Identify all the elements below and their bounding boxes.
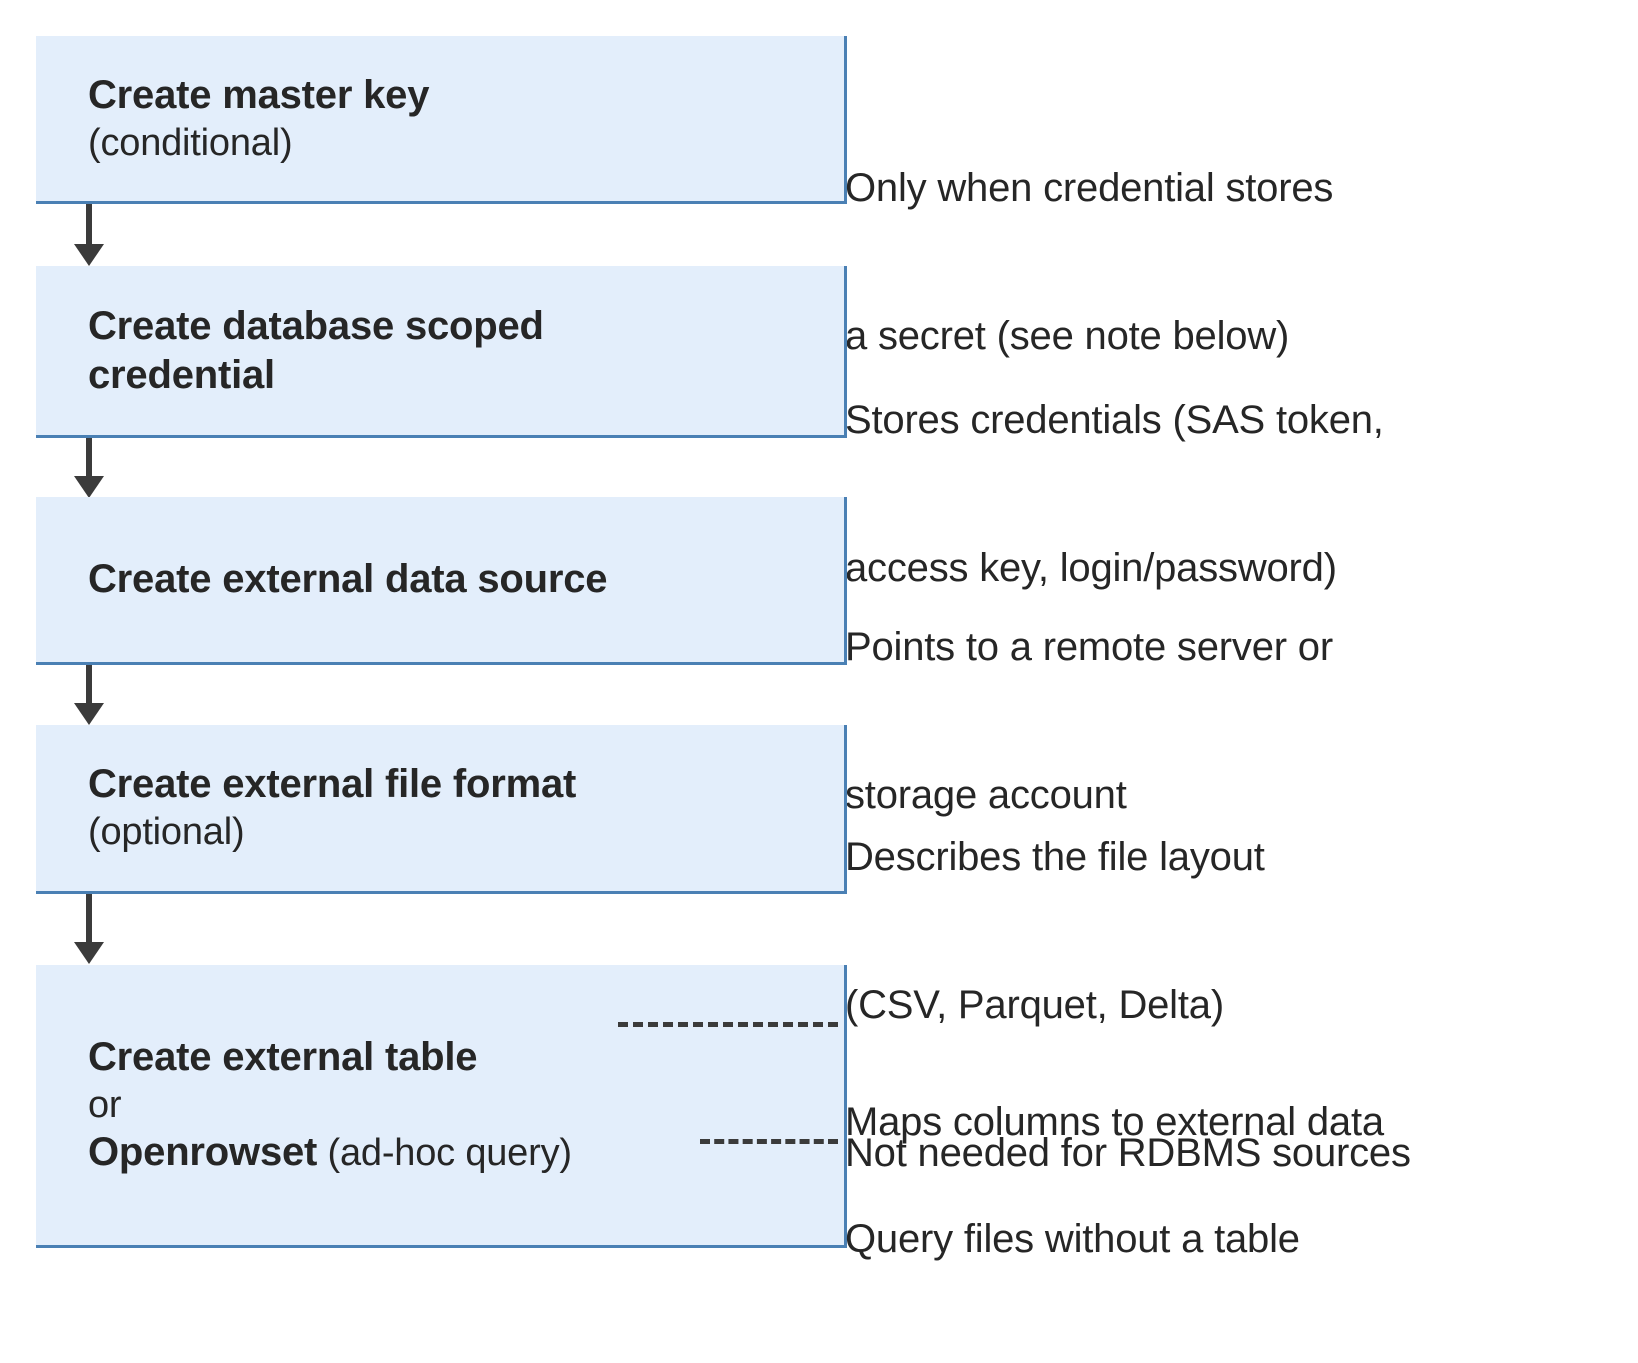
- note-line: Maps columns to external data: [845, 1100, 1384, 1145]
- step-subtitle: (conditional): [88, 121, 293, 164]
- note-create-external-table: Maps columns to external data: [845, 1000, 1384, 1246]
- note-line: Stores credentials (SAS token,: [845, 398, 1384, 443]
- note-openrowset: Query files without a table: [845, 1117, 1300, 1363]
- step-box-create-master-key[interactable]: Create master key (conditional): [36, 36, 847, 204]
- note-line: access key, login/password): [845, 545, 1337, 590]
- step-alt-title: Openrowset: [88, 1130, 318, 1175]
- step-title-continued: credential: [88, 352, 275, 397]
- note-line: Not needed for RDBMS sources: [845, 1130, 1411, 1175]
- step-box-create-external-data-source[interactable]: Create external data source: [36, 497, 847, 665]
- step-box-text: Create database scoped credential: [36, 302, 844, 400]
- diagram-canvas: Create master key (conditional) Only whe…: [36, 36, 1411, 1276]
- arrow-down-icon: [74, 204, 104, 266]
- step-box-create-database-scoped-credential[interactable]: Create database scoped credential: [36, 266, 847, 438]
- step-box-text: Create external file format (optional): [36, 760, 844, 855]
- note-line: Query files without a table: [845, 1217, 1300, 1262]
- step-box-text: Create external table or Openrowset (ad-…: [36, 1033, 844, 1177]
- arrow-down-icon: [74, 438, 104, 498]
- note-create-master-key: Only when credential stores a secret (se…: [845, 66, 1333, 460]
- step-box-create-external-file-format[interactable]: Create external file format (optional): [36, 725, 847, 894]
- step-subtitle: (optional): [88, 811, 245, 854]
- arrow-down-icon: [74, 894, 104, 964]
- note-create-external-file-format: Describes the file layout (CSV, Parquet,…: [845, 735, 1411, 1276]
- note-line: Only when credential stores: [845, 166, 1334, 211]
- step-alt-title-row: Openrowset (ad-hoc query): [88, 1128, 844, 1177]
- note-line: Describes the file layout: [845, 835, 1265, 880]
- step-title: Create external table: [88, 1035, 478, 1080]
- note-line: a secret (see note below): [845, 313, 1290, 358]
- step-box-create-external-table-or-openrowset[interactable]: Create external table or Openrowset (ad-…: [36, 965, 847, 1248]
- dashed-connector-openrowset: [700, 1139, 838, 1144]
- step-title: Create external file format: [88, 762, 577, 807]
- step-title: Create master key: [88, 72, 430, 117]
- arrow-down-icon: [74, 665, 104, 725]
- step-box-text: Create master key (conditional): [36, 71, 844, 166]
- dashed-connector-external-table: [618, 1022, 838, 1027]
- step-separator-or: or: [88, 1083, 122, 1126]
- step-title: Create external data source: [88, 557, 608, 602]
- note-create-database-scoped-credential: Stores credentials (SAS token, access ke…: [845, 298, 1384, 692]
- step-title: Create database scoped: [88, 303, 544, 348]
- note-line: Points to a remote server or: [845, 625, 1333, 670]
- step-alt-suffix: (ad-hoc query): [317, 1132, 573, 1175]
- step-box-text: Create external data source: [36, 555, 844, 604]
- note-line: storage account: [845, 772, 1127, 817]
- note-line: (CSV, Parquet, Delta): [845, 982, 1224, 1027]
- note-create-external-data-source: Points to a remote server or storage acc…: [845, 525, 1333, 919]
